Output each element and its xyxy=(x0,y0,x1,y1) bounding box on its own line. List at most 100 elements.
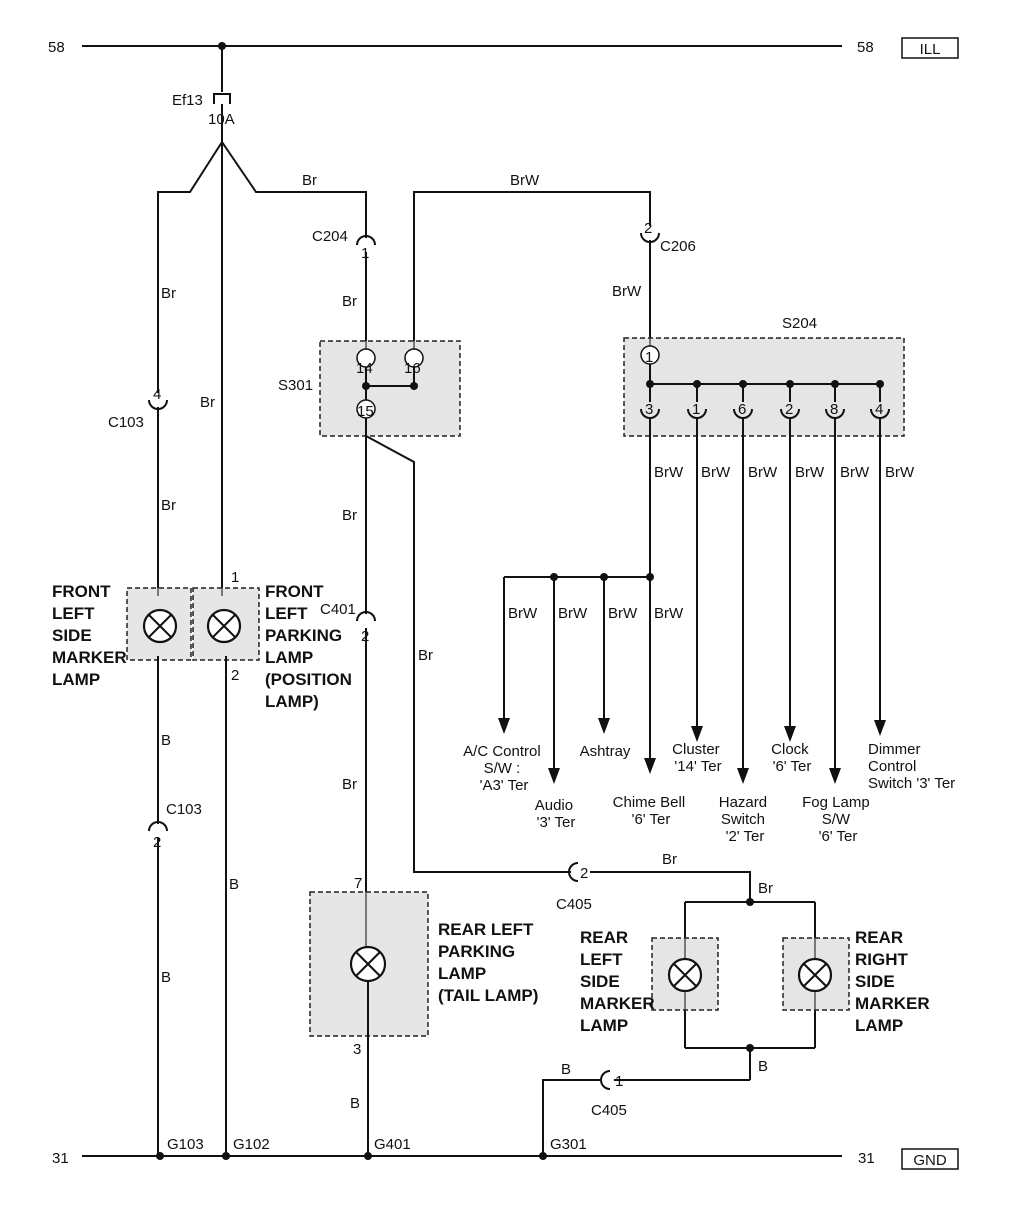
s204-pin-6: 6 xyxy=(738,401,746,418)
rail-31-left: 31 xyxy=(52,1150,69,1167)
s204-pin-1: 1 xyxy=(692,401,700,418)
front-side-marker-label: FRONT LEFT SIDE MARKER LAMP xyxy=(52,582,131,689)
rail-58-left: 58 xyxy=(48,39,65,56)
rail-58-right: 58 xyxy=(857,39,874,56)
wire-label-brw-b4: BrW xyxy=(654,605,684,622)
wire-label-br-long: Br xyxy=(418,647,433,664)
wire-label-brw-s204-1: BrW xyxy=(654,464,684,481)
ground-g102: G102 xyxy=(233,1136,270,1153)
front-parking-pin-1: 1 xyxy=(231,569,239,586)
s204-pin-8: 8 xyxy=(830,401,838,418)
dest-cluster: Cluster '14' Ter xyxy=(672,741,724,775)
arrow-chime-bell xyxy=(644,758,656,774)
c103-top-label: C103 xyxy=(108,414,144,431)
rail-31-right: 31 xyxy=(858,1150,875,1167)
dest-ac-control: A/C Control S/W : 'A3' Ter xyxy=(463,743,545,794)
wire-label-br-c405: Br xyxy=(662,851,677,868)
c103-bottom-label: C103 xyxy=(166,801,202,818)
arrow-dimmer xyxy=(874,720,886,736)
ground-g401: G401 xyxy=(374,1136,411,1153)
c204-label: C204 xyxy=(312,228,348,245)
wire-label-b-fl: B xyxy=(161,732,171,749)
c204-connector xyxy=(356,235,376,246)
wire-label-brw-s204-2: BrW xyxy=(701,464,731,481)
wire-label-br-top: Br xyxy=(302,172,317,189)
dest-hazard: Hazard Switch '2' Ter xyxy=(719,794,772,845)
front-parking-label: FRONT LEFT PARKING LAMP (POSITION LAMP) xyxy=(265,582,357,711)
fuse-name: Ef13 xyxy=(172,92,203,109)
wire-fl-side-marker-feed xyxy=(157,141,223,393)
wire-label-brw-s204-6: BrW xyxy=(885,464,915,481)
wire-s301-c405 xyxy=(365,435,571,873)
wire-label-brw-top: BrW xyxy=(510,172,540,189)
wire-label-brw-b3: BrW xyxy=(608,605,638,622)
fuse-ef13: Ef13 10A xyxy=(172,46,235,142)
rear-left-side-marker-lamp: REAR LEFT SIDE MARKER LAMP xyxy=(580,928,719,1035)
rear-left-parking-lamp: 7 3 REAR LEFT PARKING LAMP (TAIL LAMP) xyxy=(309,875,538,1058)
s204-top-pin: 1 xyxy=(645,349,653,366)
wire-label-b-mid: B xyxy=(229,876,239,893)
front-left-side-marker-lamp: FRONT LEFT SIDE MARKER LAMP xyxy=(52,582,192,689)
gnd-tag: GND xyxy=(913,1152,947,1169)
c206-pin: 2 xyxy=(644,220,652,237)
wire-label-br-c401: Br xyxy=(342,776,357,793)
s301-pin-16: 16 xyxy=(404,360,421,377)
arrow-ac-control xyxy=(498,718,510,734)
c405-top-label: C405 xyxy=(556,896,592,913)
arrow-ashtray xyxy=(598,718,610,734)
wire-label-b-left: B xyxy=(161,969,171,986)
s204-pin-3: 3 xyxy=(645,401,653,418)
wire-label-brw-s204-3: BrW xyxy=(748,464,778,481)
dest-chime-bell: Chime Bell '6' Ter xyxy=(613,794,690,828)
rear-right-marker-label: REAR RIGHT SIDE MARKER LAMP xyxy=(855,928,934,1035)
wire-label-brw-s204-4: BrW xyxy=(795,464,825,481)
arrow-cluster xyxy=(691,726,703,742)
s204-label: S204 xyxy=(782,315,817,332)
dest-ashtray: Ashtray xyxy=(580,743,631,760)
c204-pin: 1 xyxy=(361,245,369,262)
wire-label-br-left1: Br xyxy=(161,285,176,302)
wire-brw-c206-feed xyxy=(413,191,651,350)
wire-label-br-mid: Br xyxy=(200,394,215,411)
s301-pin-14: 14 xyxy=(356,360,373,377)
dest-audio: Audio '3' Ter xyxy=(535,797,578,831)
rear-parking-pin-7: 7 xyxy=(354,875,362,892)
s301-pin-15: 15 xyxy=(357,403,374,420)
dest-dimmer: Dimmer Control Switch '3' Ter xyxy=(868,741,955,792)
wire-label-b-rear: B xyxy=(758,1058,768,1075)
c405-bottom-label: C405 xyxy=(591,1102,627,1119)
wire-label-br-left2: Br xyxy=(161,497,176,514)
c405-top-connector xyxy=(568,862,579,882)
wire-label-brw-b2: BrW xyxy=(558,605,588,622)
arrow-audio xyxy=(548,768,560,784)
splice-s301: S301 14 16 15 xyxy=(278,340,461,437)
c401-label: C401 xyxy=(320,601,356,618)
c103-top-pin: 4 xyxy=(153,386,161,403)
splice-s204: S204 1 3 1 6 2 8 4 xyxy=(623,315,905,437)
wire-label-br-s301: Br xyxy=(342,507,357,524)
wire-label-brw-c206: BrW xyxy=(612,283,642,300)
c405-bottom-pin: 1 xyxy=(615,1073,623,1090)
rear-left-marker-label: REAR LEFT SIDE MARKER LAMP xyxy=(580,928,659,1035)
wire-label-br-rear: Br xyxy=(758,880,773,897)
wire-label-brw-s204-5: BrW xyxy=(840,464,870,481)
ground-g103: G103 xyxy=(167,1136,204,1153)
c401-connector xyxy=(356,611,376,622)
s301-label: S301 xyxy=(278,377,313,394)
wire-label-b-rl: B xyxy=(350,1095,360,1112)
wire-label-b-c405: B xyxy=(561,1061,571,1078)
c206-label: C206 xyxy=(660,238,696,255)
rear-parking-label: REAR LEFT PARKING LAMP (TAIL LAMP) xyxy=(438,920,538,1005)
s204-pin-2: 2 xyxy=(785,401,793,418)
ill-tag: ILL xyxy=(920,41,941,58)
front-left-parking-lamp: 1 2 FRONT LEFT PARKING LAMP (POSITION LA… xyxy=(192,569,357,711)
rear-parking-pin-3: 3 xyxy=(353,1041,361,1058)
front-parking-pin-2: 2 xyxy=(231,667,239,684)
ill-rail: 58 58 ILL xyxy=(48,37,959,59)
rear-right-side-marker-lamp: REAR RIGHT SIDE MARKER LAMP xyxy=(782,928,934,1035)
s204-pin-4: 4 xyxy=(875,401,883,418)
arrow-clock xyxy=(784,726,796,742)
c405-bottom-connector xyxy=(600,1070,611,1090)
c103-bottom-connector xyxy=(148,821,168,832)
c405-top-pin: 2 xyxy=(580,865,588,882)
